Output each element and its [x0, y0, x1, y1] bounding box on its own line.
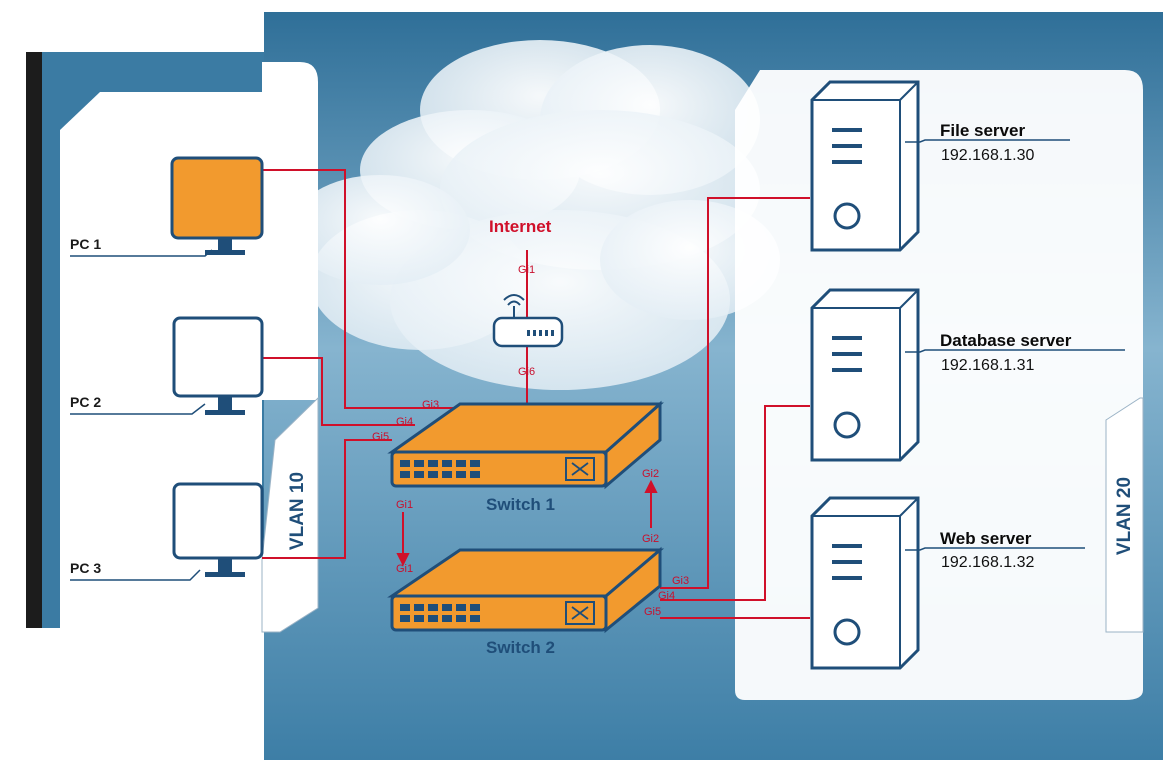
vlan20-badge: [1105, 397, 1144, 633]
file-server-ip: 192.168.1.30: [941, 147, 1035, 164]
switch1-port-gi5: Gi5: [372, 431, 390, 443]
web-server-icon: [810, 496, 920, 670]
router-port-gi1: Gi1: [518, 264, 536, 276]
pc1-label: PC 1: [70, 236, 102, 252]
file-server-name: File server: [940, 121, 1026, 140]
switch2-icon: [387, 546, 665, 634]
internet-label: Internet: [489, 217, 552, 236]
web-server-ip: 192.168.1.32: [941, 554, 1035, 571]
switch1-port-gi4: Gi4: [396, 416, 414, 428]
pc1-monitor-icon: [170, 156, 264, 255]
file-server-icon: [810, 80, 920, 252]
database-server-icon: [810, 288, 920, 462]
left-panel-extension: [262, 62, 318, 400]
switch1-icon: [387, 400, 664, 490]
vlan20-label: VLAN 20: [1114, 476, 1135, 556]
links: [262, 169, 810, 619]
router-icon: [492, 294, 564, 348]
switch1-label: Switch 1: [486, 495, 555, 514]
inter-switch-arrows: [396, 479, 658, 567]
switch1-port-gi1: Gi1: [396, 499, 414, 511]
database-server-ip: 192.168.1.31: [941, 357, 1035, 374]
switch2-port-gi4: Gi4: [658, 590, 676, 602]
vlan10-label: VLAN 10: [287, 471, 308, 551]
router-port-gi6: Gi6: [518, 366, 536, 378]
vlan10-badge: [261, 396, 319, 633]
switch2-port-gi1: Gi1: [396, 563, 414, 575]
switch1-port-gi3: Gi3: [422, 399, 440, 411]
pc3-monitor-icon: [172, 482, 264, 577]
pc-label-underlines: [70, 249, 213, 581]
switch2-label: Switch 2: [486, 638, 555, 657]
left-dark-border: [26, 52, 42, 628]
web-server-name: Web server: [940, 529, 1032, 548]
switch2-port-gi5: Gi5: [644, 606, 662, 618]
right-panel: [735, 70, 1143, 700]
switch2-port-gi3: Gi3: [672, 575, 690, 587]
database-server-name: Database server: [940, 331, 1072, 350]
pc2-label: PC 2: [70, 394, 102, 410]
server-label-underlines: [905, 139, 1125, 551]
switch1-port-gi2: Gi2: [642, 468, 660, 480]
switch2-port-gi2: Gi2: [642, 533, 660, 545]
pc2-monitor-icon: [172, 316, 264, 415]
pc3-label: PC 3: [70, 560, 102, 576]
